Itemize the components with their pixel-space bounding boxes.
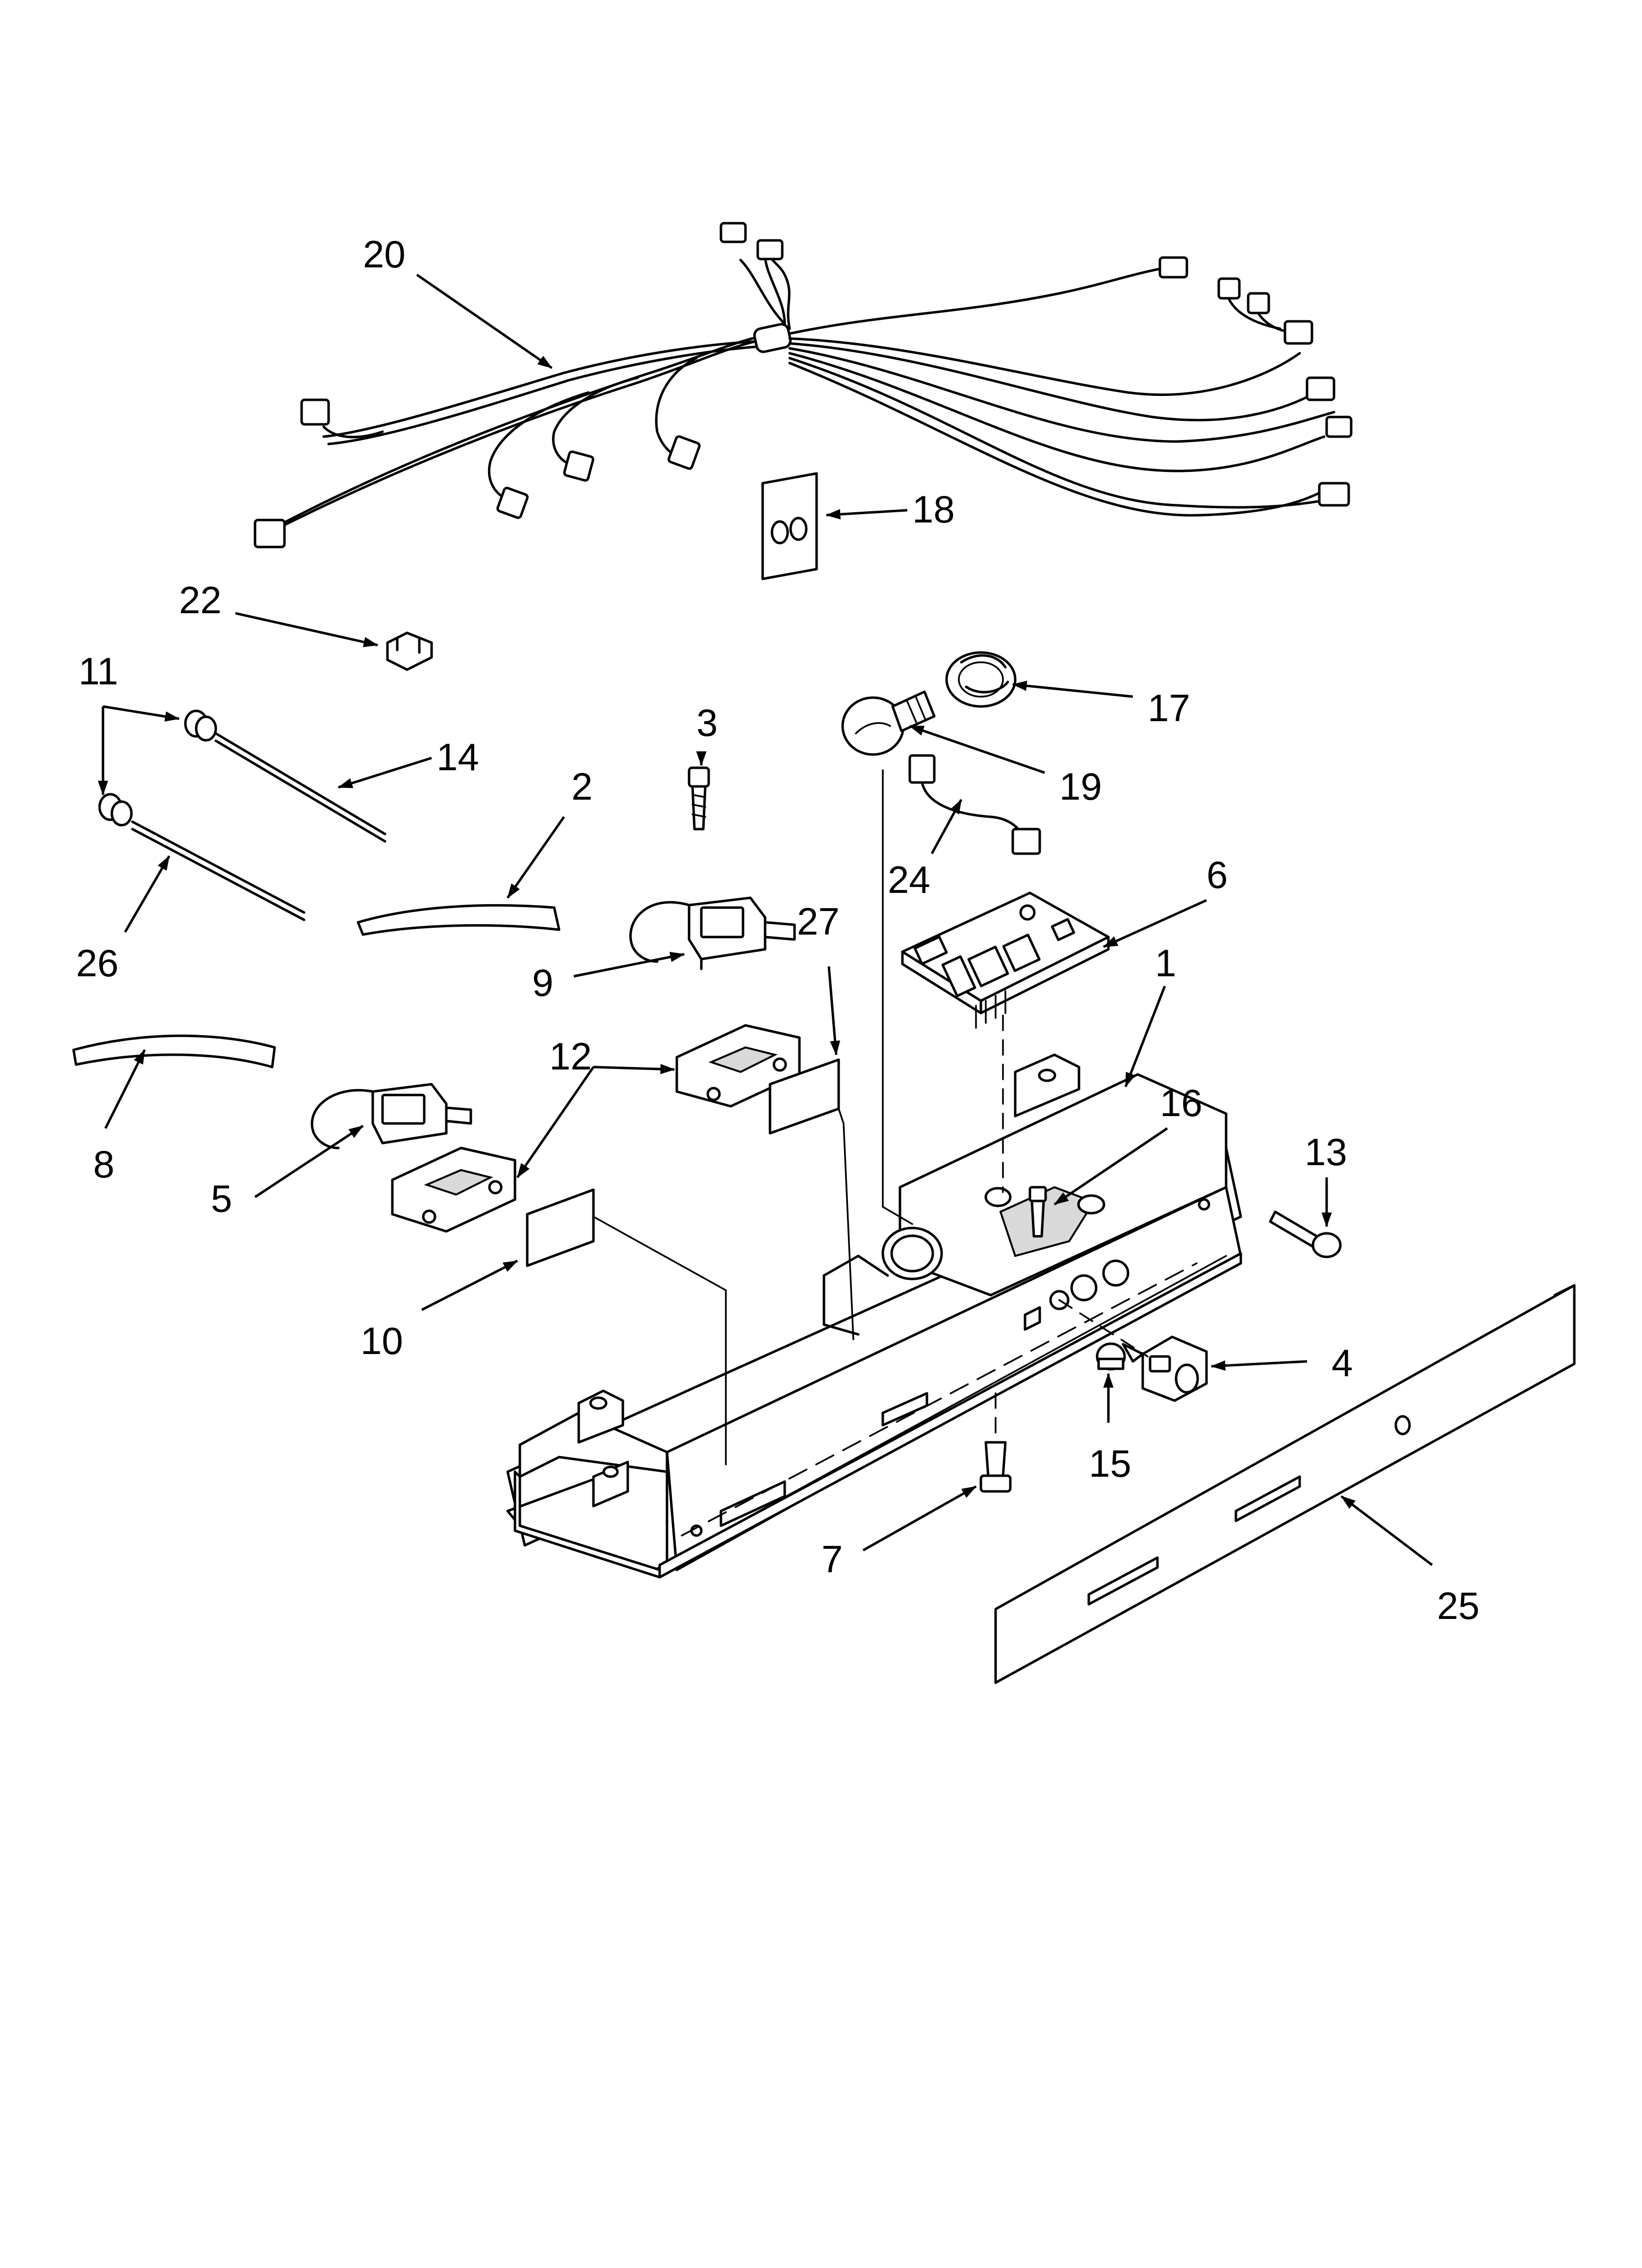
callout-10: 10 [360,1319,403,1362]
callout-1: 1 [1155,941,1176,985]
callout-16: 16 [1160,1081,1203,1124]
callout-18: 18 [912,488,955,531]
plate-part-18 [761,472,818,580]
switch-part-5 [310,1083,472,1149]
screw-part-7 [979,1441,1012,1493]
callout-27: 27 [797,900,840,943]
callout-8: 8 [93,1143,114,1186]
callout-leaders [98,273,1433,1566]
callout-14: 14 [436,735,479,779]
callout-20: 20 [363,233,406,276]
bulb-part-19 [841,690,936,756]
knob-part-15 [1096,1342,1126,1371]
switch-part-4 [1122,1335,1208,1402]
callout-12: 12 [549,1035,592,1078]
clip-part-22 [386,631,433,671]
tube-part-26 [98,793,306,921]
callout-26: 26 [76,941,119,985]
callout-22: 22 [179,578,222,622]
callout-labels: 20 18 22 11 14 26 2 3 9 17 19 24 6 27 1 … [76,233,1480,1627]
callout-19: 19 [1059,765,1102,808]
callout-5: 5 [211,1177,232,1220]
callout-17: 17 [1148,686,1190,730]
callout-2: 2 [571,765,592,808]
bracket-part-12-lower [391,1147,516,1233]
control-board-part-6 [901,891,1110,1029]
callout-9: 9 [532,961,553,1004]
callout-25: 25 [1437,1584,1480,1627]
callout-6: 6 [1206,853,1228,896]
label-part-10 [526,1188,595,1267]
tube-part-14 [184,709,386,843]
callout-13: 13 [1305,1130,1347,1173]
callout-24: 24 [888,858,930,901]
switch-part-9 [629,896,796,970]
control-housing-part-1 [506,1053,1242,1579]
front-panel-part-25 [994,1284,1576,1684]
callout-3: 3 [696,701,718,744]
lamp-socket-part-17 [945,651,1017,708]
callout-4: 4 [1332,1341,1353,1384]
hose-part-8 [72,1034,276,1069]
callout-7: 7 [821,1538,843,1581]
screw-part-13 [1269,1210,1342,1258]
callout-15: 15 [1089,1442,1131,1485]
hose-part-2 [357,904,561,936]
assembly-guide-lines [592,769,1149,1465]
callout-11: 11 [78,650,118,693]
screw-part-3 [688,766,710,831]
cable-part-24 [908,754,1041,855]
wire-harness-part-20 [254,222,1353,548]
